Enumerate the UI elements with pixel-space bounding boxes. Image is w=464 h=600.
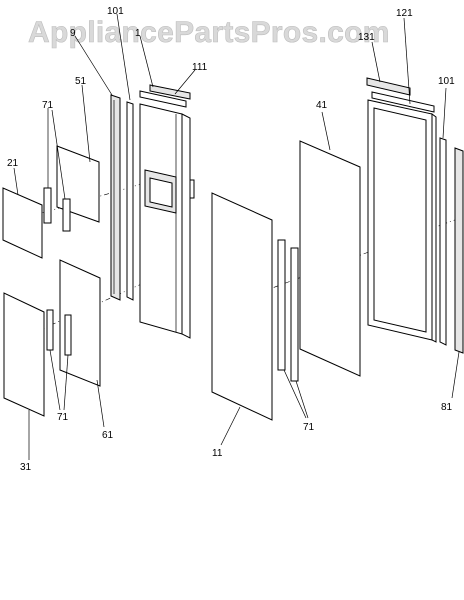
leader-81 (451, 351, 460, 399)
watermark-text: AppliancePartsPros.com (28, 16, 390, 49)
callout-51: 51 (75, 76, 87, 87)
callout-111: 111 (192, 62, 208, 73)
door-handle-stub (189, 179, 195, 199)
callout-81: 81 (441, 402, 453, 413)
part-71-strip (290, 247, 299, 382)
part-71-strip (43, 187, 52, 224)
leader-131 (371, 41, 381, 83)
leader-21 (13, 167, 19, 196)
part-71-strip (64, 314, 72, 356)
callout-121: 121 (396, 8, 413, 19)
part-21-panel (2, 187, 43, 259)
part-81-gasket (454, 147, 464, 354)
callout-101-left: 101 (107, 6, 124, 17)
callout-21: 21 (7, 158, 19, 169)
leader-71-top-b (51, 109, 66, 200)
part-9-gasket (110, 94, 121, 301)
leader-71-mid-b (295, 380, 309, 419)
callout-41: 41 (316, 100, 328, 111)
leader-121 (403, 17, 411, 105)
leader-71-mid-a (283, 369, 307, 419)
callout-9: 9 (70, 28, 76, 39)
callout-101-right: 101 (438, 76, 455, 87)
leader-101-right (442, 87, 447, 139)
callout-11: 11 (212, 448, 223, 459)
leader-11 (220, 406, 241, 446)
right-door-side (431, 113, 437, 343)
callout-131: 131 (358, 32, 375, 43)
leader-9 (74, 35, 113, 96)
part-101-strip-right (439, 137, 447, 346)
part-131-cap (366, 77, 411, 96)
callout-61: 61 (102, 430, 114, 441)
leader-51 (81, 84, 91, 163)
part-11-panel (211, 192, 273, 421)
leader-101-left (116, 13, 131, 101)
callout-71-mid: 71 (303, 422, 315, 433)
part-121-top-trim (371, 91, 435, 113)
leader-1 (139, 35, 154, 88)
callout-1: 1 (135, 28, 141, 39)
left-door-side (181, 113, 191, 339)
callout-31: 31 (20, 462, 32, 473)
leader-71-bottom-b (63, 354, 69, 411)
part-101-strip-left (126, 101, 134, 301)
leader-71-bottom-a (49, 349, 61, 411)
part-111-top-trim (139, 90, 187, 108)
callout-71-top: 71 (42, 100, 54, 111)
dispenser-recess (149, 177, 173, 208)
callout-71-bottom: 71 (57, 412, 69, 423)
right-door-inner (373, 107, 427, 333)
leader-111 (174, 69, 196, 95)
part-41-panel (299, 140, 361, 377)
part-71-strip (277, 239, 286, 371)
part-71-strip (46, 309, 54, 351)
part-1-cap (149, 84, 191, 100)
leader-41 (321, 111, 331, 151)
part-31-panel (3, 292, 45, 417)
leader-61 (96, 379, 105, 428)
part-71-strip (62, 198, 71, 232)
